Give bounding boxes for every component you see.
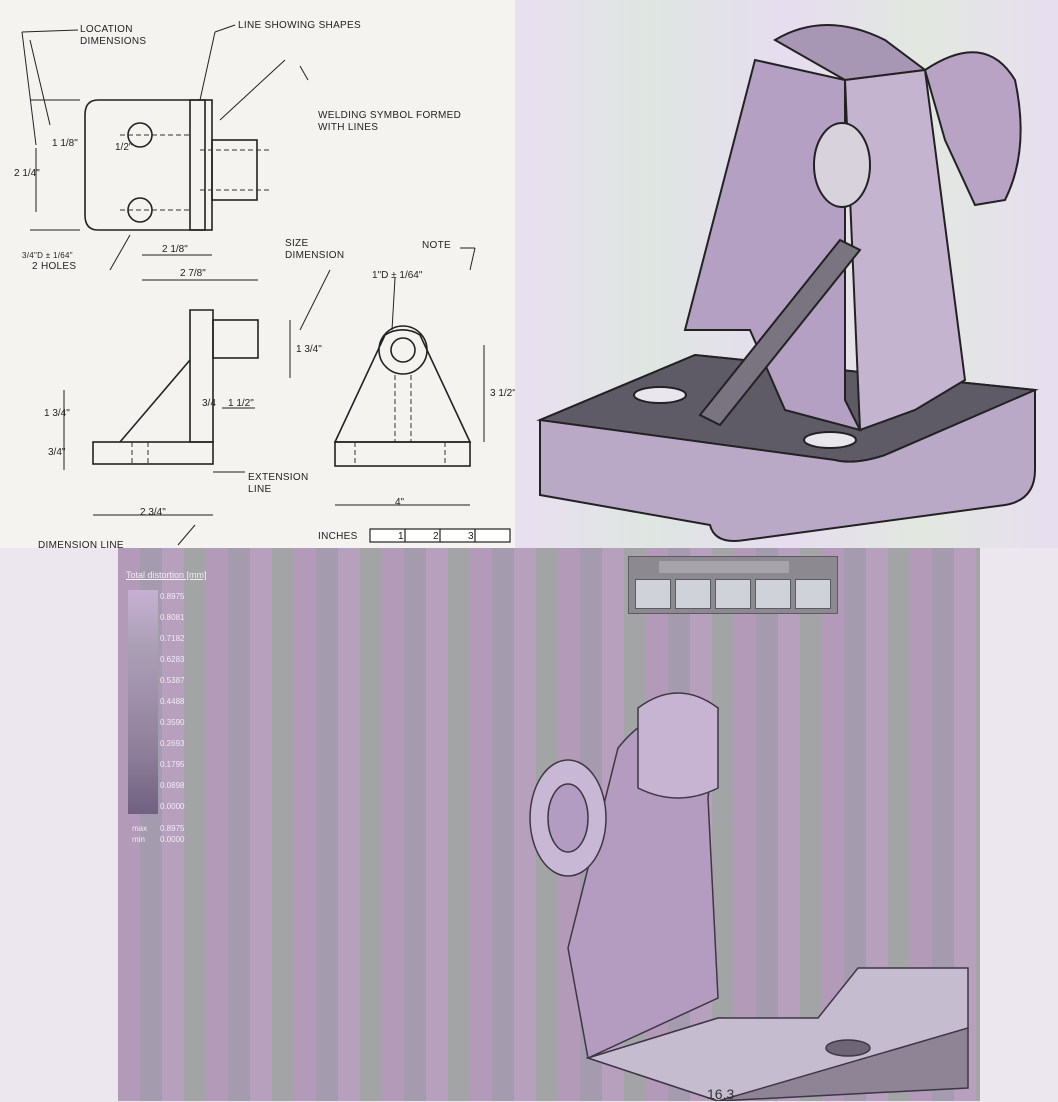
callout-extension-line: EXTENSION LINE bbox=[248, 472, 309, 495]
upright-hole bbox=[813, 122, 871, 208]
legend-value: 0.0000 bbox=[160, 802, 185, 811]
front-view-boss bbox=[212, 319, 259, 359]
dim-label: 2 3/4" bbox=[140, 507, 166, 518]
dim-label: 1 1/8" bbox=[52, 138, 78, 149]
dim-label: 1"D ± 1/64" bbox=[372, 270, 423, 281]
side-view-inner-circle bbox=[390, 337, 416, 363]
dim-label: 3/4 bbox=[202, 398, 216, 409]
scale-tick: 1 bbox=[398, 531, 404, 542]
side-view-base bbox=[334, 441, 471, 467]
legend-value: 0.6283 bbox=[160, 655, 185, 664]
callout-holes-count: 2 HOLES bbox=[32, 261, 77, 272]
fea-boss bbox=[637, 692, 719, 799]
dim-label: 1 1/2" bbox=[228, 398, 254, 409]
callout-line-showing-shapes: LINE SHOWING SHAPES bbox=[238, 20, 361, 31]
isometric-render bbox=[515, 0, 1058, 548]
toolbar-wave-button[interactable] bbox=[675, 579, 711, 609]
legend-value: 0.4488 bbox=[160, 697, 185, 706]
legend-value: 0.5387 bbox=[160, 676, 185, 685]
legend-value: 0.0898 bbox=[160, 781, 185, 790]
legend-value: 0.7182 bbox=[160, 634, 185, 643]
callout-welding-symbol: WELDING SYMBOL FORMED WITH LINES bbox=[318, 110, 462, 133]
dim-label: 3/4" bbox=[48, 447, 66, 458]
front-view-base bbox=[92, 441, 214, 465]
toolbar-grid-button[interactable] bbox=[755, 579, 791, 609]
drawing-lines bbox=[21, 24, 511, 546]
legend-title: Total distortion [mm] bbox=[126, 570, 207, 580]
callout-holes-note: 3/4"D ± 1/64" bbox=[22, 251, 73, 260]
upright-side bbox=[843, 68, 967, 432]
toolbar-pointer-button[interactable] bbox=[635, 579, 671, 609]
fea-viewer: Total distortion [mm] 0.8975 0.8081 0.71… bbox=[118, 548, 980, 1101]
front-view-rib bbox=[119, 359, 191, 443]
fea-model bbox=[529, 692, 969, 1101]
legend-color-scale bbox=[128, 590, 158, 814]
legend-value: 0.3590 bbox=[160, 718, 185, 727]
callout-dimension-line: DIMENSION LINE bbox=[38, 540, 124, 548]
fea-boss-hole bbox=[547, 783, 589, 853]
base-hole bbox=[633, 386, 687, 404]
legend-min-value: 0.0000 bbox=[160, 835, 185, 844]
callout-size-dimension: SIZE DIMENSION bbox=[285, 238, 345, 261]
dim-label: 2 1/4" bbox=[14, 168, 40, 179]
legend-value: 0.2693 bbox=[160, 739, 185, 748]
boss bbox=[923, 51, 1022, 207]
dim-label: 1 3/4" bbox=[44, 408, 70, 419]
side-view-upright bbox=[333, 328, 472, 443]
toolbar-table-button[interactable] bbox=[795, 579, 831, 609]
dim-label: 1/2" bbox=[115, 142, 133, 153]
view-toolbar bbox=[628, 556, 838, 614]
fea-base-hole bbox=[825, 1039, 871, 1057]
front-view-upright bbox=[189, 309, 214, 443]
scale-tick: 2 bbox=[433, 531, 439, 542]
legend-max-value: 0.8975 bbox=[160, 824, 185, 833]
legend-value: 0.8975 bbox=[160, 592, 185, 601]
scale-tick: 3 bbox=[468, 531, 474, 542]
orthographic-drawing: LOCATION DIMENSIONS LINE SHOWING SHAPES … bbox=[0, 0, 515, 548]
toolbar-lines-button[interactable] bbox=[715, 579, 751, 609]
top-view-boss bbox=[211, 139, 258, 201]
legend-value: 0.8081 bbox=[160, 613, 185, 622]
scale-label: INCHES bbox=[318, 531, 358, 542]
dim-label: 3 1/2" bbox=[490, 388, 515, 399]
callout-note: NOTE bbox=[422, 240, 451, 251]
callout-location-dimensions: LOCATION DIMENSIONS bbox=[80, 24, 147, 47]
legend-value: 0.1795 bbox=[160, 760, 185, 769]
base-hole bbox=[803, 431, 857, 449]
toolbar-title-bar bbox=[659, 561, 789, 573]
top-view-upright bbox=[189, 99, 213, 231]
isometric-part bbox=[536, 24, 1039, 542]
dim-label: 2 1/8" bbox=[162, 244, 188, 255]
figure-caption: 16.3 bbox=[707, 1086, 735, 1102]
side-view-outer-circle bbox=[378, 325, 428, 375]
top-view-base bbox=[84, 99, 206, 231]
rib bbox=[698, 238, 862, 427]
dim-label: 2 7/8" bbox=[180, 268, 206, 279]
legend-max-label: max bbox=[132, 824, 148, 833]
dim-label: 1 3/4" bbox=[296, 344, 322, 355]
legend-min-label: min bbox=[132, 835, 145, 844]
dim-label: 4" bbox=[395, 497, 405, 508]
